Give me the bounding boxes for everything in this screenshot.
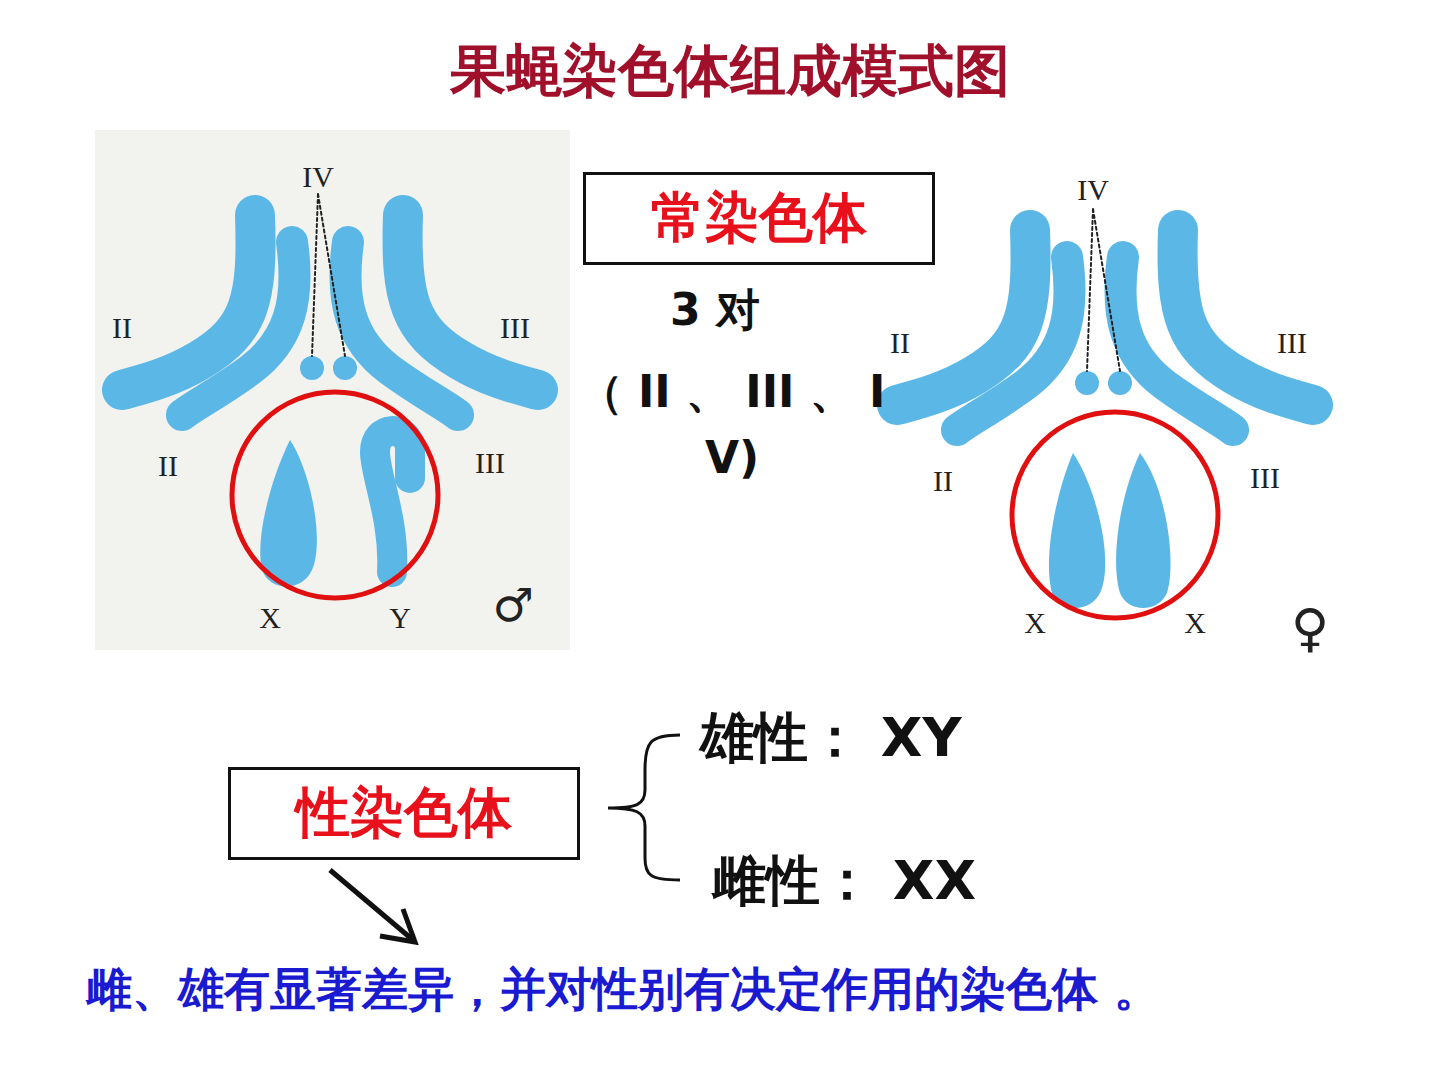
chromosome [403, 215, 538, 390]
chromosome-label: III [1250, 455, 1280, 500]
x-chromosome [1116, 453, 1170, 608]
count-text: 3 对 [670, 277, 760, 343]
term-text: 常染色体 [651, 182, 867, 255]
y-chromosome [375, 431, 410, 572]
chromosome-label: II [933, 458, 953, 503]
diagram-title: 果蝇染色体组成模式图 [450, 34, 1010, 110]
term-box: 常染色体 [583, 172, 935, 265]
chromosome-dot [333, 356, 357, 380]
photo-ground [95, 130, 570, 650]
chromosome-label: IV [302, 154, 334, 199]
female-karyotype [897, 209, 1313, 608]
chromosome [182, 242, 295, 415]
chromosome-label: II [112, 305, 132, 350]
chromosome-dot [1075, 371, 1099, 395]
chromosome [1120, 257, 1233, 430]
red-circle [1012, 412, 1218, 618]
arrow-line [330, 870, 413, 940]
chromosome-label: II [158, 443, 178, 488]
chromosome-label: X [1024, 600, 1046, 645]
chromosome [1178, 230, 1313, 405]
chromosome-label: III [500, 305, 530, 350]
chromosome-dot [300, 356, 324, 380]
genotype-text: 雄性： XY [700, 697, 962, 778]
brace [608, 735, 680, 880]
x-chromosome [1049, 453, 1105, 608]
chromosome [345, 242, 458, 415]
genotype-text: 雌性： XX [712, 840, 976, 921]
sex-symbol: ♂ [492, 571, 533, 640]
red-circle [232, 392, 438, 598]
sex-symbol: ♀ [1291, 589, 1329, 667]
chromosome-label: III [1277, 320, 1307, 365]
term-text: 性染色体 [296, 777, 512, 850]
chromosome-label: X [1184, 600, 1206, 645]
chromosome-label: Y [389, 595, 411, 640]
arrow-head [380, 909, 415, 942]
dotted-leader [1087, 209, 1120, 371]
chromosome [957, 257, 1070, 430]
chromosome-dot [1108, 371, 1132, 395]
definition-text: 雌、雄有显著差异，并对性别有决定作用的染色体 。 [86, 955, 1356, 1024]
chromosome-label: IV [1077, 167, 1109, 212]
x-chromosome [260, 440, 317, 587]
term-box: 性染色体 [228, 767, 580, 860]
chromosome-label: X [259, 595, 281, 640]
chromosome-label: II [890, 320, 910, 365]
pair-list: （ II 、 III 、 I V) [567, 359, 897, 491]
chromosome-label: III [475, 440, 505, 485]
dotted-leader [312, 194, 345, 356]
